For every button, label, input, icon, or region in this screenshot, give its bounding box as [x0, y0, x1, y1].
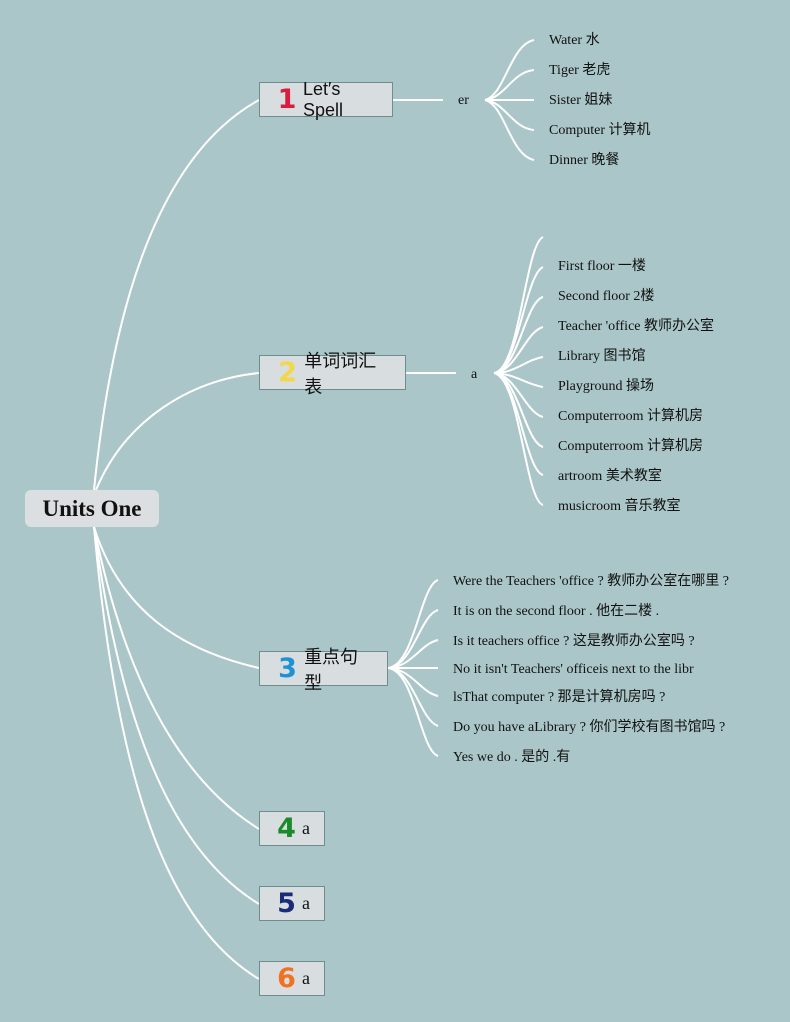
branch-2-leaf-3: Teacher 'office 教师办公室 [558, 319, 715, 334]
root-to-branch-4-connector [93, 526, 260, 830]
branch-node-1[interactable]: 1 Let′s Spell [259, 79, 393, 120]
branch-3-leaf-6: Do you have aLibrary ? 你们学校有图书馆吗 ? [453, 720, 726, 735]
branch-2-leaf-5: Playground 操场 [558, 379, 655, 394]
branch-1-leaf-1: Water 水 [549, 33, 600, 48]
branch-node-3[interactable]: 3 重点句型 [259, 647, 388, 693]
branch-4-label: a [302, 818, 310, 838]
root-to-branch-2-connector [95, 372, 260, 491]
branch-1-leaf-2: Tiger 老虎 [549, 63, 611, 78]
branch-6-label: a [302, 968, 310, 988]
branch-3-leaf-7: Yes we do . 是的 .有 [453, 750, 571, 765]
branch-2-leaf-7: Computerroom 计算机房 [558, 439, 704, 454]
branch-3-leaf-4: No it isn't Teachers' officeis next to t… [453, 662, 694, 677]
branch-2-leaf-8: artroom 美术教室 [558, 469, 662, 484]
number-3-icon: 3 [278, 653, 297, 684]
branch-2-leaves-connector [493, 236, 544, 506]
branch-2-hub-label: a [471, 367, 478, 382]
branch-3-leaf-1: Were the Teachers 'office ? 教师办公室在哪里 ? [453, 574, 729, 589]
branch-1-hub-label: er [458, 93, 469, 108]
branch-1-leaf-3: Sister 姐妹 [549, 93, 613, 108]
branch-5-label: a [302, 893, 310, 913]
branch-node-2[interactable]: 2 单词词汇表 [259, 351, 406, 397]
branch-2-label: 单词词汇表 [304, 350, 377, 397]
branch-2-leaf-1: First floor 一楼 [558, 259, 646, 274]
number-2-icon: 2 [278, 357, 297, 388]
branch-node-5[interactable]: 5 a [259, 886, 325, 921]
branch-3-leaf-5: lsThat computer ? 那是计算机房吗 ? [453, 690, 666, 705]
number-1-icon: 1 [277, 84, 297, 115]
number-5-icon: 5 [277, 888, 296, 919]
branch-1-leaf-5: Dinner 晚餐 [549, 153, 620, 168]
number-4-icon: 4 [277, 813, 296, 844]
root-label: Units One [42, 495, 142, 521]
branch-node-4[interactable]: 4 a [259, 811, 325, 846]
branch-3-leaf-3: Is it teachers office ? 这是教师办公室吗 ? [453, 634, 695, 649]
branch-1-leaf-4: Computer 计算机 [549, 123, 651, 138]
root-to-branch-1-connector [93, 99, 260, 491]
branch-1-leaves-connector [484, 39, 535, 161]
branch-2-leaf-2: Second floor 2楼 [558, 289, 655, 304]
branch-2-leaf-9: musicroom 音乐教室 [558, 499, 681, 514]
branch-1-label: Let′s Spell [303, 78, 344, 120]
branch-3-leaves-connector [387, 579, 439, 757]
root-node[interactable]: Units One [25, 490, 159, 527]
root-to-branch-6-connector [93, 526, 260, 980]
root-to-branch-3-connector [93, 526, 260, 669]
branch-2-leaf-6: Computerroom 计算机房 [558, 409, 704, 424]
branch-3-label: 重点句型 [304, 646, 359, 693]
branch-node-6[interactable]: 6 a [259, 961, 325, 996]
branch-3-leaf-2: It is on the second floor . 他在二楼 . [453, 604, 660, 619]
branch-2-leaf-4: Library 图书馆 [558, 349, 646, 364]
root-to-branch-5-connector [93, 526, 260, 905]
number-6-icon: 6 [277, 963, 296, 994]
